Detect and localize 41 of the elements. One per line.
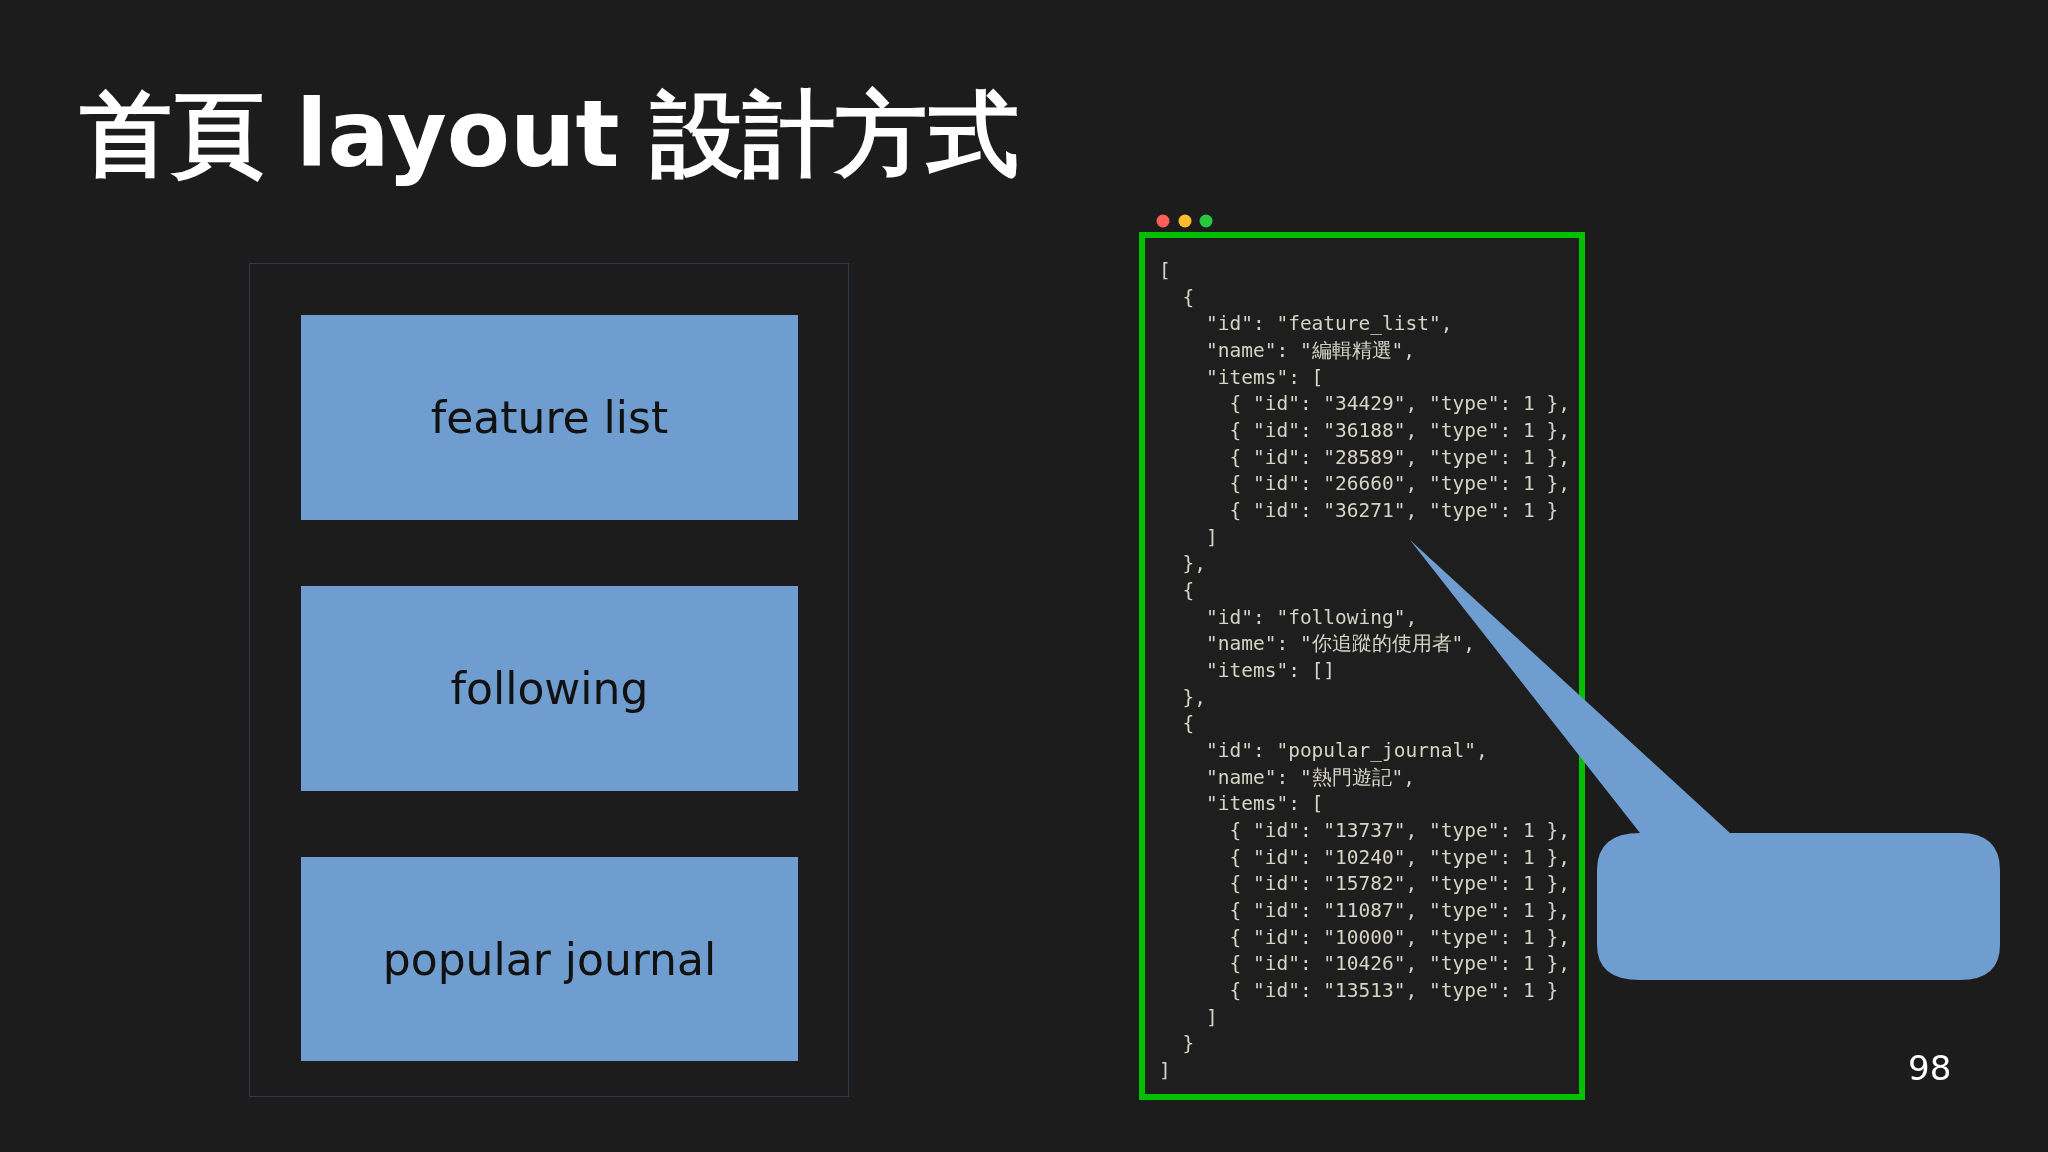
page-number: 98 (1908, 1048, 1952, 1088)
code-line: { "id": "11087", "type": 1 }, (1228, 898, 1570, 925)
code-line: { "id": "34429", "type": 1 }, (1228, 391, 1570, 418)
code-line: ] (1159, 1058, 1171, 1085)
code-line: "name": "編輯精選", (1204, 338, 1416, 364)
code-line: { "id": "13513", "type": 1 } (1228, 978, 1559, 1005)
section-label: feature list (430, 392, 669, 443)
section-label: following (450, 663, 649, 714)
section-box (301, 315, 798, 520)
code-line: "id": "popular_journal", (1204, 738, 1488, 765)
code-line: { (1181, 284, 1195, 311)
section-label: popular journal (382, 933, 717, 985)
code-line: "items": [ (1204, 791, 1324, 818)
code-line: { (1181, 711, 1195, 738)
code-line: }, (1181, 551, 1206, 578)
code-line: { "id": "10240", "type": 1 }, (1228, 844, 1570, 871)
code-line: { "id": "15782", "type": 1 }, (1228, 871, 1570, 898)
code-line: { (1181, 578, 1195, 605)
code-line: { "id": "10000", "type": 1 }, (1228, 924, 1570, 951)
code-line: { "id": "28589", "type": 1 }, (1228, 444, 1570, 471)
code-line: "id": "feature_list", (1204, 311, 1453, 338)
code-line: { "id": "36188", "type": 1 }, (1228, 418, 1570, 444)
code-line: "name": "你追蹤的使用者", (1204, 631, 1476, 658)
section-box (301, 857, 798, 1061)
code-line: "name": "熱門遊記", (1204, 764, 1416, 791)
code-window (1139, 232, 1585, 1100)
code-line: { "id": "26660", "type": 1 }, (1228, 471, 1570, 498)
code-line: [ (1159, 258, 1171, 284)
code-line: ] (1204, 524, 1218, 551)
page-frame (249, 263, 849, 1097)
code-line: { "id": "10426", "type": 1 }, (1228, 951, 1570, 978)
slide-title: 首頁 layout 設計方式 (80, 80, 1020, 190)
code-line: "id": "following", (1204, 604, 1418, 631)
code-line: ] (1204, 1004, 1218, 1031)
code-line: "items": [] (1204, 658, 1336, 685)
code-line: } (1181, 1031, 1195, 1058)
code-line: { "id": "36271", "type": 1 } (1228, 498, 1559, 524)
code-line: { "id": "13737", "type": 1 }, (1228, 818, 1570, 845)
code-line: }, (1181, 684, 1206, 711)
code-line: "items": [ (1204, 364, 1324, 391)
section-box (301, 586, 798, 791)
